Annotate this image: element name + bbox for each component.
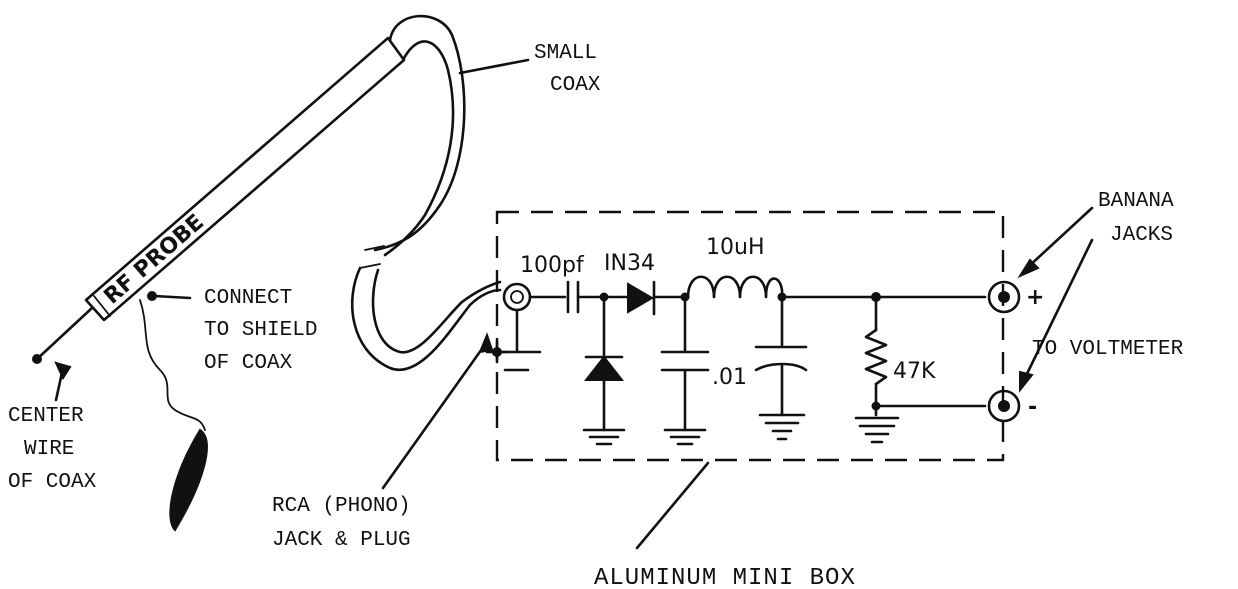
- rca-jack: [502, 282, 532, 312]
- banana-label-2: JACKS: [1110, 224, 1173, 247]
- connect-label-1: CONNECT: [204, 287, 292, 310]
- banana-label-1: BANANA: [1098, 190, 1174, 213]
- voltmeter-label: TO VOLTMETER: [1032, 338, 1184, 361]
- rf-probe-body: [84, 36, 406, 322]
- inductor-10uh: [686, 275, 784, 299]
- center-label-1: CENTER: [8, 405, 84, 428]
- rca-label-1: RCA (PHONO): [272, 495, 411, 518]
- diode-in34: [627, 282, 654, 314]
- capacitor-100pf-label: 100pf: [520, 253, 585, 278]
- connect-label-2: TO SHIELD: [204, 319, 317, 342]
- small-coax-label-1: SMALL: [534, 42, 597, 65]
- plus-label: +: [1026, 285, 1044, 310]
- resistor-label: 47K: [893, 359, 936, 384]
- rca-arrowhead: [478, 332, 494, 354]
- center-wire: [34, 306, 94, 362]
- small-coax-pointer: [458, 58, 530, 75]
- center-label-2: WIRE: [24, 438, 74, 461]
- minus-label: -: [1028, 395, 1037, 420]
- center-wire-tip: [32, 354, 42, 364]
- rca-label-2: JACK & PLUG: [272, 529, 411, 552]
- small-coax-label-2: COAX: [550, 74, 601, 97]
- circuit: [381, 275, 1021, 490]
- connect-pointer: [152, 294, 192, 300]
- alligator-clip: [169, 428, 208, 532]
- banana-jack-minus: [987, 389, 1021, 423]
- banana-pointer-plus: [1025, 206, 1094, 270]
- box-label-pointer: [635, 461, 710, 550]
- capacitor-01-label: .01: [712, 365, 747, 390]
- box-label: ALUMINUM MINI BOX: [594, 565, 856, 589]
- ground-lead: [139, 299, 206, 431]
- banana-jack-plus: [987, 280, 1021, 314]
- diode-label: IN34: [604, 251, 655, 276]
- rca-pointer: [381, 344, 486, 490]
- inductor-label: 10uH: [706, 235, 764, 260]
- center-wire-arrowhead: [54, 361, 72, 381]
- aluminum-mini-box: [495, 210, 1005, 462]
- shunt-diode: [583, 355, 625, 381]
- small-coax: [350, 14, 502, 372]
- banana-pointer-minus: [1022, 238, 1094, 382]
- connect-label-3: OF COAX: [204, 352, 293, 375]
- center-label-3: OF COAX: [8, 471, 97, 494]
- connect-pointer-dot: [147, 291, 157, 301]
- resistor-47k: [864, 328, 888, 386]
